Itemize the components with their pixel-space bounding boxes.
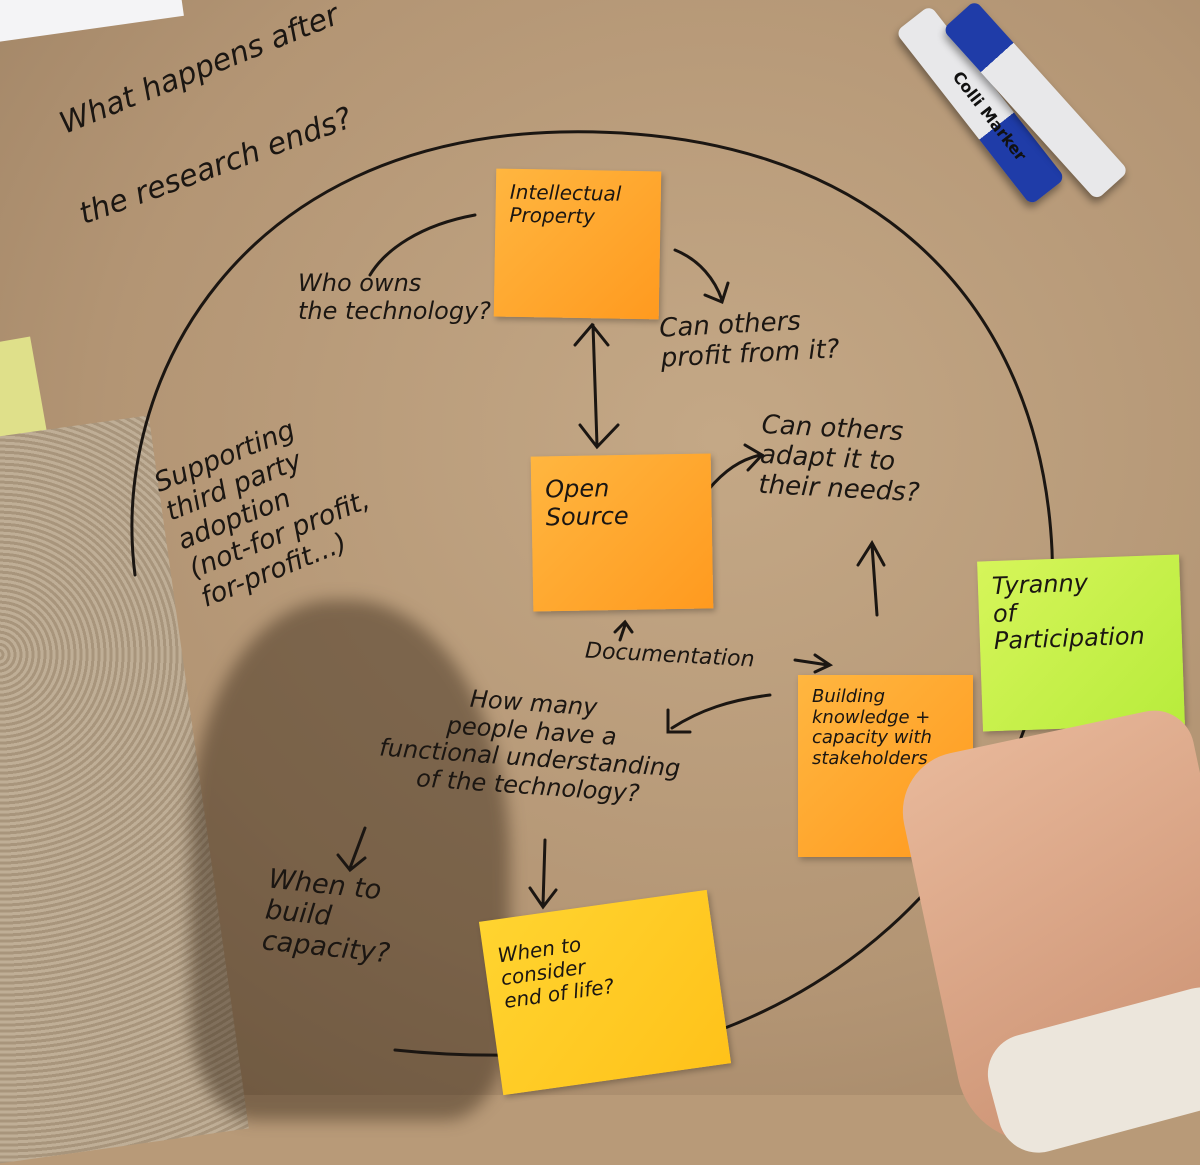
arrow-building-howmany: [666, 693, 772, 734]
arrow-doc-right: [793, 653, 834, 674]
label-how-many: How many people have a functional unders…: [378, 684, 682, 808]
label-adapt: Can others adapt it to their needs?: [757, 409, 921, 508]
label-who-owns: Who owns the technology?: [298, 269, 492, 325]
sticky-note-open-source[interactable]: Open Source: [530, 453, 714, 612]
arrow-up-adapt: [856, 540, 886, 617]
shadow: [190, 600, 510, 1120]
arrow-ip-os: [573, 322, 620, 450]
arrow-os-adapt: [706, 443, 765, 492]
label-when-build: When to build capacity?: [260, 863, 392, 970]
arrow-howmany-eol: [528, 838, 558, 910]
sticky-note-tyranny-of-participation[interactable]: Tyranny of Participation: [977, 554, 1185, 732]
arrow-doc-os: [613, 619, 634, 642]
arrow-ip-who: [368, 213, 477, 277]
label-profit: Can others profit from it?: [658, 306, 841, 374]
arrow-howmany-build: [336, 826, 367, 873]
sticky-note-end-of-life[interactable]: When to consider end of life?: [478, 889, 732, 1096]
sticky-note-intellectual-property[interactable]: Intellectual Property: [493, 168, 662, 320]
arrow-ip-profit: [673, 248, 730, 305]
